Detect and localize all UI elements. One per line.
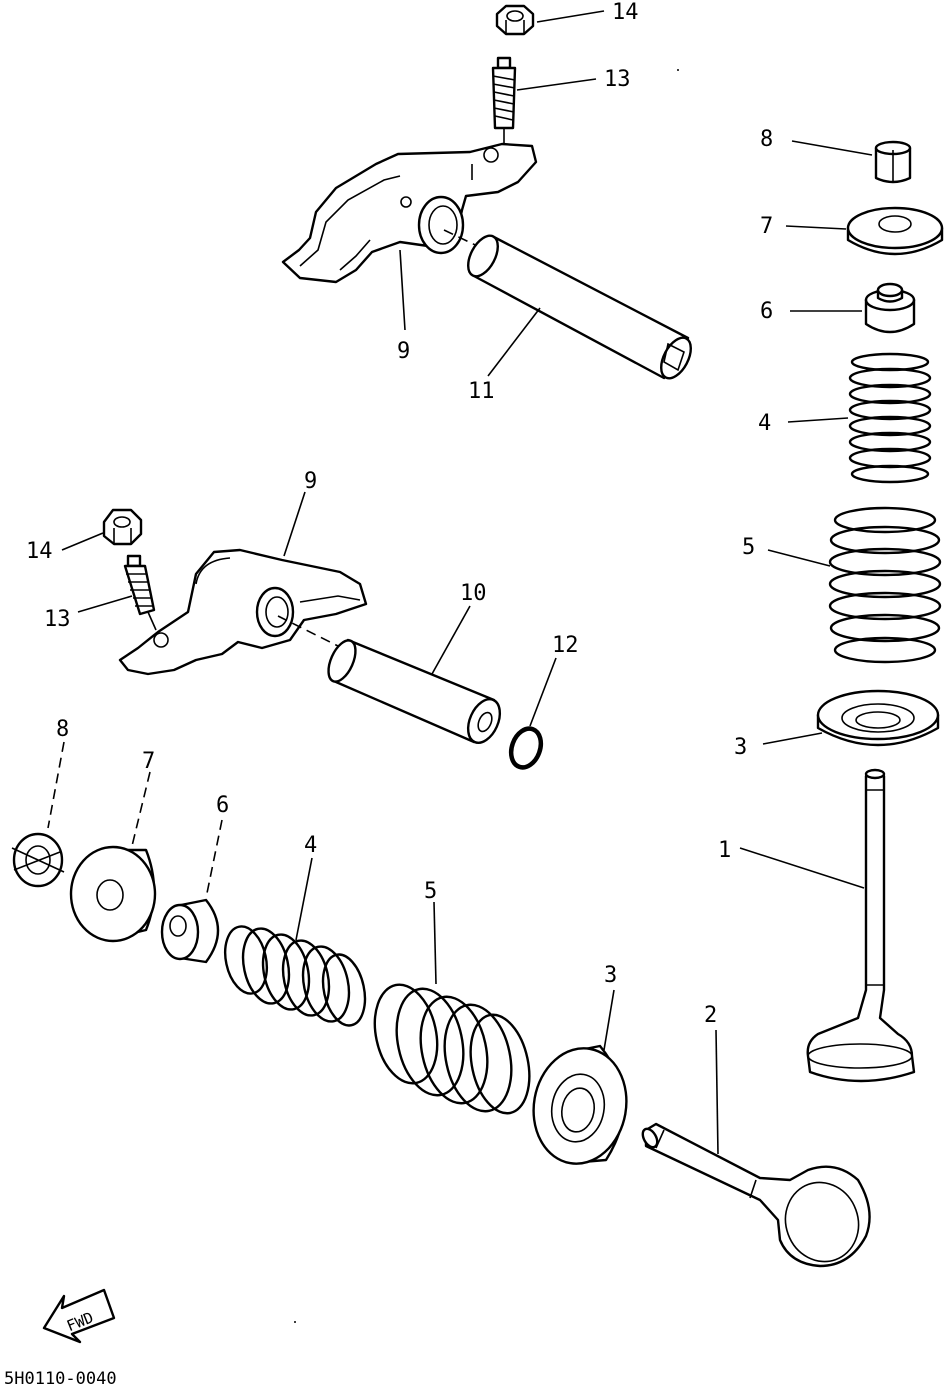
part-14-locknut-lower <box>102 508 143 546</box>
part-4-inner-spring-right <box>848 352 932 484</box>
label-13-upper: 13 <box>604 67 631 92</box>
part-10-rocker-shaft <box>277 615 502 744</box>
label-13-lower: 13 <box>44 607 71 632</box>
part-14-locknut-upper <box>495 4 535 36</box>
label-5-lower: 5 <box>424 879 437 904</box>
label-2: 2 <box>704 1003 717 1028</box>
part-4-inner-spring-lower <box>223 925 367 1027</box>
label-12: 12 <box>552 633 579 658</box>
part-2-valve-diagonal <box>641 1122 871 1268</box>
label-4-lower: 4 <box>304 833 317 858</box>
part-5-outer-spring-right <box>828 506 942 664</box>
part-7-spring-retainer-right <box>846 206 944 256</box>
part-1-valve-vertical <box>806 768 916 1083</box>
label-14-upper: 14 <box>612 0 639 25</box>
part-3-spring-seat-right <box>816 689 940 747</box>
label-3-right: 3 <box>734 735 747 760</box>
part-12-o-ring <box>508 726 544 770</box>
part-5-outer-spring-lower <box>373 983 531 1115</box>
label-14-lower: 14 <box>26 539 53 564</box>
label-10: 10 <box>460 581 487 606</box>
part-11-rocker-shaft <box>443 229 692 380</box>
label-8-lower: 8 <box>56 717 69 742</box>
label-9-lower: 9 <box>304 469 317 494</box>
part-8-valve-cotter-lower <box>11 832 65 888</box>
part-6-stem-seal-lower <box>160 898 220 964</box>
part-7-spring-retainer-lower <box>69 845 157 943</box>
label-6-right: 6 <box>760 299 773 324</box>
part-9-rocker-arm-upper <box>281 142 538 284</box>
part-3-spring-seat-lower <box>532 1044 628 1165</box>
fwd-arrow-icon: FWD <box>42 1288 116 1344</box>
label-7-lower: 7 <box>142 749 155 774</box>
label-8-right: 8 <box>760 127 773 152</box>
part-13-adjust-screw-upper <box>491 56 517 148</box>
diagram-code: 5H0110-0040 <box>4 1369 117 1389</box>
part-9-rocker-arm-lower <box>118 548 368 676</box>
label-6-lower: 6 <box>216 793 229 818</box>
part-13-adjust-screw-lower <box>123 554 157 631</box>
label-7-right: 7 <box>760 214 773 239</box>
label-4-right: 4 <box>758 411 771 436</box>
label-1: 1 <box>718 838 731 863</box>
label-5-right: 5 <box>742 535 755 560</box>
part-6-stem-seal-right <box>864 282 916 334</box>
label-3-lower: 3 <box>604 963 617 988</box>
part-8-valve-cotter-right <box>874 140 912 184</box>
label-9-upper: 9 <box>397 339 410 364</box>
label-11: 11 <box>468 379 495 404</box>
